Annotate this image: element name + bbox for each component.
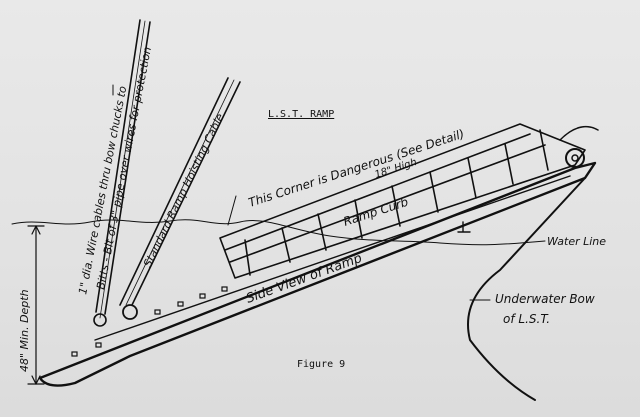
- left-cable-shackle: [93, 313, 107, 327]
- hoisting-cable-label: Standard Ramp Hoisting Cable: [141, 111, 227, 269]
- hanger-bracket: [457, 221, 471, 233]
- underwater-bow-label: Underwater Bow: [495, 292, 595, 306]
- deck-rivets: [71, 286, 228, 357]
- water-line: [11, 219, 546, 246]
- right-cable-shackle: [122, 304, 138, 320]
- danger-corner-label: This Corner is Dangerous (See Detail): [247, 127, 466, 210]
- water-line-label: Water Line: [547, 235, 606, 248]
- depth-dimension: [27, 225, 45, 385]
- underwater-bow-label-2: of L.S.T.: [503, 312, 550, 326]
- ramp-hinge-pin: [571, 154, 579, 162]
- figure-caption: Figure 9: [297, 359, 345, 370]
- ramp-deck-line: [94, 175, 571, 341]
- ramp-curb-frame: [219, 123, 586, 279]
- hoisting-cable-left: [95, 19, 151, 319]
- diagram-title: L.S.T. RAMP: [268, 109, 334, 120]
- hoisting-cable-right: [119, 77, 241, 306]
- danger-leader: [227, 195, 237, 226]
- lst-bow: [467, 177, 586, 401]
- ramp-side-hull: [38, 161, 597, 387]
- side-view-label: Side View of Ramp: [244, 251, 364, 307]
- min-depth-label: 48" Min. Depth: [18, 289, 31, 372]
- bow-top-arc: [559, 125, 599, 141]
- ramp-hinge: [565, 148, 585, 168]
